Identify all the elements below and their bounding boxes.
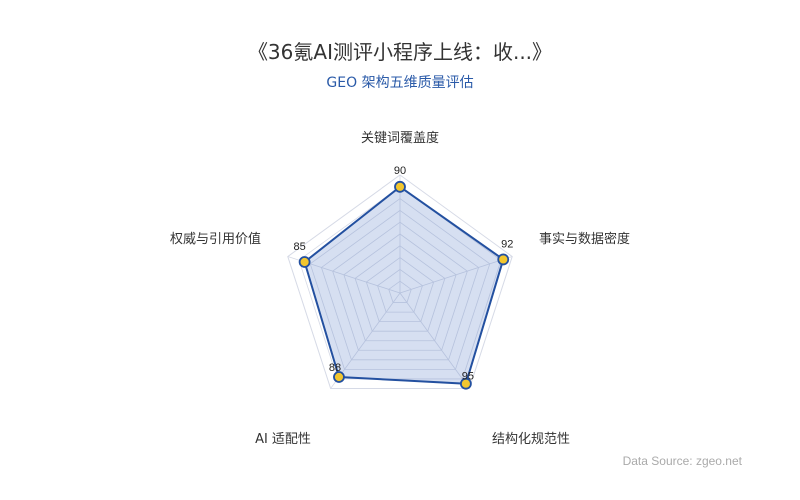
axis-category-label: 权威与引用价值	[170, 231, 261, 247]
radar-grid	[287, 174, 513, 389]
value-label: 92	[501, 238, 513, 250]
axis-category-label: 事实与数据密度	[539, 231, 630, 247]
grid-ring	[287, 174, 513, 389]
grid-ring	[354, 245, 446, 332]
grid-ring	[365, 257, 435, 323]
axis-spoke	[399, 256, 513, 294]
value-label: 88	[329, 362, 341, 374]
data-source-note: Data Source: zgeo.net	[622, 454, 742, 468]
axis-category-label: AI 适配性	[255, 432, 311, 447]
data-point-marker[interactable]	[394, 180, 406, 193]
value-label: 95	[462, 371, 474, 383]
grid-ring	[320, 209, 480, 361]
grid-ring	[388, 280, 412, 303]
data-point-marker[interactable]	[298, 256, 311, 268]
grid-ring	[332, 221, 468, 351]
value-label: 85	[293, 241, 305, 253]
axis-category-label: 关键词覆盖度	[361, 130, 439, 146]
data-point-marker[interactable]	[459, 377, 472, 390]
data-point-marker[interactable]	[333, 371, 345, 383]
grid-ring	[298, 186, 502, 380]
grid-ring	[343, 233, 457, 342]
grid-ring	[377, 268, 423, 313]
radar-series	[298, 180, 510, 390]
grid-ring	[309, 198, 491, 370]
chart-title: 《36氪AI测评小程序上线：收...》	[247, 40, 553, 64]
chart-subtitle: GEO 架构五维质量评估	[326, 75, 474, 91]
axis-category-label: 结构化规范性	[492, 432, 570, 447]
series-area	[303, 185, 505, 385]
value-label: 90	[394, 165, 406, 177]
data-point-marker[interactable]	[497, 253, 510, 266]
axis-spoke	[399, 292, 470, 389]
